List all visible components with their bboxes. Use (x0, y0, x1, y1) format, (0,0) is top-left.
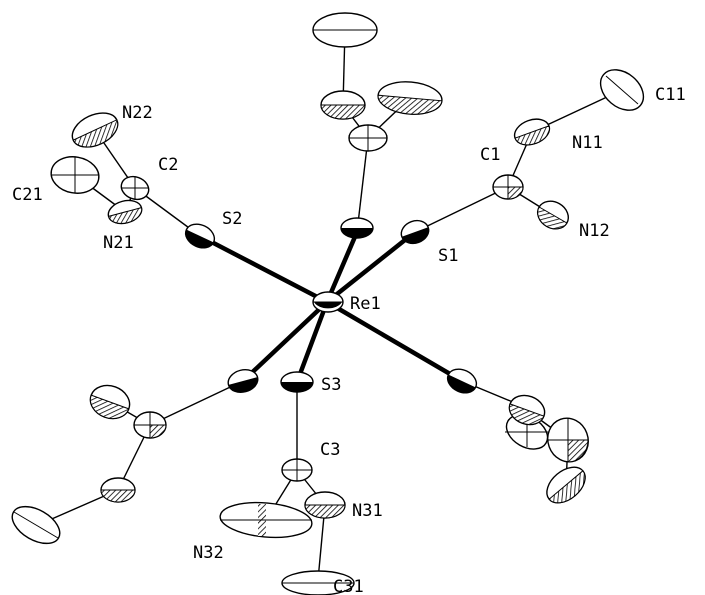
label-n22: N22 (122, 103, 153, 123)
label-n32: N32 (193, 543, 224, 563)
atom-n12 (536, 200, 570, 230)
label-n11: N11 (572, 133, 603, 153)
atom-c21 (50, 156, 100, 194)
atom-c3 (281, 458, 313, 482)
label-n21: N21 (103, 233, 134, 253)
atom-n-top-right (377, 81, 443, 115)
atom-labels: Re1 S1 S2 S3 C1 C2 C3 C11 C21 C31 N11 N1… (12, 85, 686, 595)
atom-n22 (71, 112, 119, 148)
atom-c-top (348, 124, 388, 152)
atom-n31 (304, 491, 346, 519)
atom-n-lower-right-b (546, 466, 586, 504)
atom-n21 (107, 199, 143, 225)
atom-n-lower-right-a (547, 417, 589, 463)
atom-n-lower-left-b (100, 477, 136, 503)
atom-re1 (312, 291, 344, 313)
label-s1: S1 (438, 246, 458, 266)
re-s-bonds (197, 229, 465, 385)
atom-s-lower-left (227, 368, 259, 394)
label-s3: S3 (321, 375, 341, 395)
atom-c31 (281, 570, 355, 595)
atom-c-lower-left (133, 411, 167, 439)
label-c1: C1 (480, 145, 500, 165)
label-c2: C2 (158, 155, 178, 175)
atom-s-lower-right (446, 368, 478, 394)
label-n12: N12 (579, 221, 610, 241)
label-c3: C3 (320, 440, 340, 460)
atom-n11 (513, 118, 551, 146)
atom-c2 (120, 175, 150, 201)
atom-n-lower-left-a (89, 384, 131, 420)
atom-n32 (219, 501, 313, 539)
atom-c1 (492, 174, 524, 200)
atom-c-lower-right-methyl (508, 394, 546, 426)
atom-c-top-methyl (312, 12, 378, 48)
label-n31: N31 (352, 501, 383, 521)
label-c21: C21 (12, 185, 43, 205)
label-c11: C11 (655, 85, 686, 105)
label-re1: Re1 (350, 294, 381, 314)
atom-s3 (280, 371, 314, 393)
atom-c11 (599, 69, 645, 111)
label-s2: S2 (222, 209, 242, 229)
label-c31: C31 (333, 577, 364, 595)
atom-n-top-left (320, 90, 366, 120)
atom-s2 (184, 223, 216, 249)
atom-s-top (340, 217, 374, 239)
atom-s1 (400, 219, 430, 245)
atom-c-lower-left-methyl (11, 505, 61, 545)
